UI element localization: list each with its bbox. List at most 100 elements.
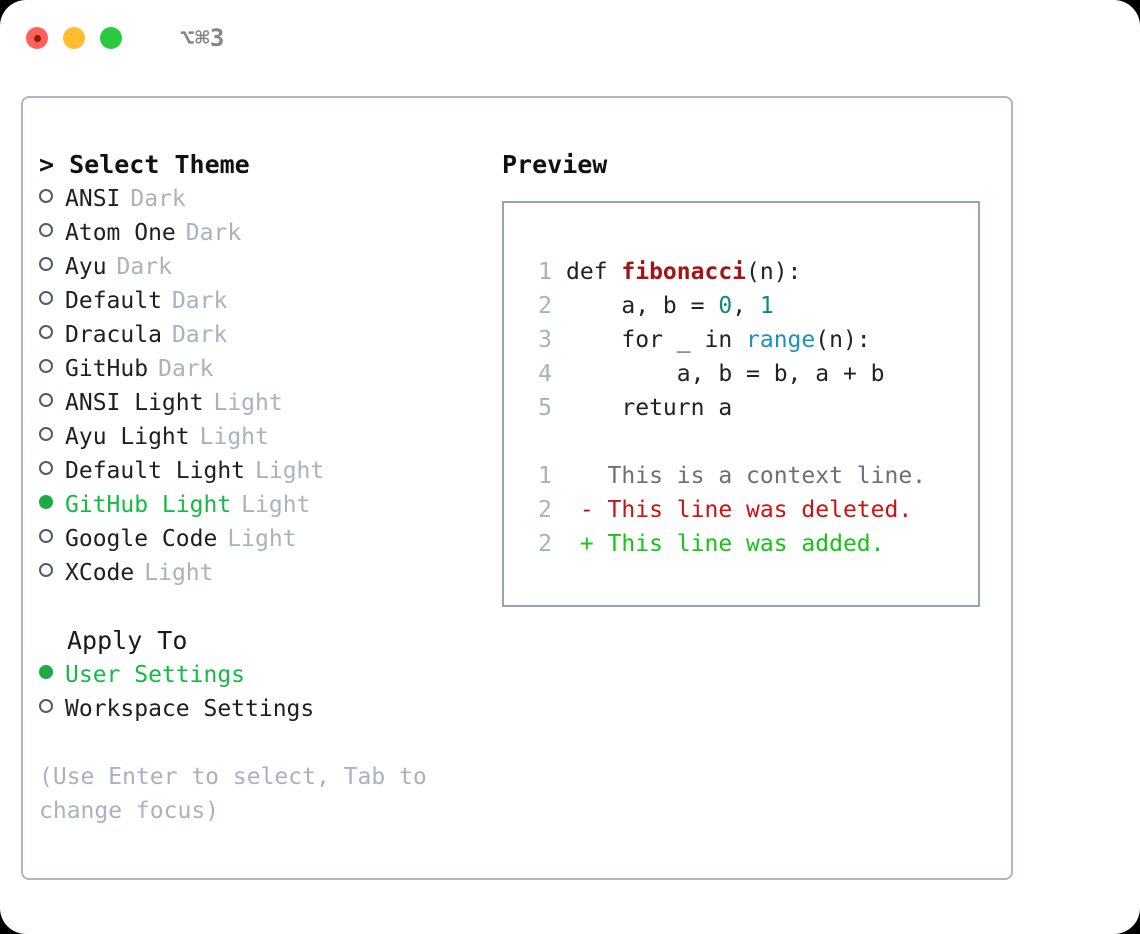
- theme-option-2[interactable]: Ayu Dark: [39, 250, 499, 284]
- code-diff-spacer: [522, 425, 978, 459]
- title-bar: ⌥⌘3: [0, 0, 1140, 76]
- theme-option-label: Atom One: [65, 220, 176, 246]
- theme-option-label: Google Code: [65, 526, 218, 552]
- code-token: fibonacci: [621, 259, 747, 285]
- maximize-light-icon[interactable]: [100, 27, 122, 49]
- preview-heading: Preview: [502, 150, 608, 179]
- line-number: 5: [538, 395, 552, 421]
- theme-option-label: Ayu: [65, 254, 107, 280]
- radio-unselected-icon: [39, 257, 53, 271]
- theme-option-kind: Light: [227, 526, 297, 552]
- code-text: def fibonacci(n):: [566, 255, 801, 289]
- radio-unselected-icon: [39, 461, 53, 475]
- code-token: 1: [759, 293, 774, 319]
- section-spacer: [39, 590, 499, 624]
- line-number: 1: [538, 259, 552, 285]
- code-token: a, b =: [566, 293, 719, 319]
- code-token: (n):: [746, 259, 802, 285]
- radio-unselected-icon: [39, 529, 53, 543]
- radio-unselected-icon: [39, 563, 53, 577]
- theme-option-kind: Light: [144, 560, 214, 586]
- theme-option-kind: Dark: [158, 356, 214, 382]
- radio-unselected-icon: [39, 699, 53, 713]
- radio-unselected-icon: [39, 427, 53, 441]
- code-line: 3 for _ in range(n):: [522, 323, 978, 357]
- line-number: 1: [538, 463, 552, 489]
- line-number: 2: [538, 497, 552, 523]
- code-text: return a: [566, 391, 732, 425]
- theme-option-kind: Light: [213, 390, 283, 416]
- code-token: return a: [566, 395, 733, 421]
- apply-to-option-label: User Settings: [65, 662, 246, 688]
- diff-text: - This line was deleted.: [566, 497, 913, 523]
- keyboard-hint: (Use Enter to select, Tab to change focu…: [39, 764, 441, 824]
- theme-option-10[interactable]: Google Code Light: [39, 522, 499, 556]
- code-line: 5 return a: [522, 391, 978, 425]
- radio-selected-icon: [39, 495, 53, 509]
- code-text: a, b = b, a + b: [566, 357, 885, 391]
- diff-sample: 1 This is a context line. 2 - This line w…: [522, 459, 978, 561]
- theme-option-7[interactable]: Ayu Light Light: [39, 420, 499, 454]
- diff-text: This is a context line.: [566, 463, 927, 489]
- code-token: (n):: [815, 327, 871, 353]
- theme-option-kind: Dark: [171, 288, 228, 314]
- theme-option-kind: Dark: [116, 254, 172, 280]
- theme-option-label: Ayu Light: [65, 424, 190, 450]
- code-token: for _ in: [566, 327, 747, 353]
- code-token: ,: [732, 293, 760, 319]
- theme-option-label: ANSI: [65, 186, 121, 212]
- theme-option-label: GitHub Light: [65, 492, 232, 518]
- theme-option-5[interactable]: GitHub Dark: [39, 352, 499, 386]
- theme-option-1[interactable]: Atom One Dark: [39, 216, 499, 250]
- theme-option-kind: Dark: [185, 220, 242, 246]
- apply-to-heading: Apply To: [67, 626, 188, 655]
- theme-option-11[interactable]: XCode Light: [39, 556, 499, 590]
- apply-to-option-label: Workspace Settings: [65, 696, 315, 722]
- radio-unselected-icon: [39, 223, 53, 237]
- apply-to-option-0[interactable]: User Settings: [39, 658, 499, 692]
- theme-option-6[interactable]: ANSI Light Light: [39, 386, 499, 420]
- code-line: 1 def fibonacci(n):: [522, 255, 978, 289]
- radio-unselected-icon: [39, 189, 53, 203]
- apply-to-option-1[interactable]: Workspace Settings: [39, 692, 499, 726]
- radio-unselected-icon: [39, 291, 53, 305]
- traffic-lights: [26, 27, 122, 49]
- radio-unselected-icon: [39, 393, 53, 407]
- code-text: for _ in range(n):: [566, 323, 871, 357]
- theme-option-label: XCode: [65, 560, 135, 586]
- theme-option-3[interactable]: Default Dark: [39, 284, 499, 318]
- code-line: 4 a, b = b, a + b: [522, 357, 978, 391]
- diff-line-added: 2 + This line was added.: [522, 527, 978, 561]
- theme-option-9[interactable]: GitHub Light Light: [39, 488, 499, 522]
- radio-unselected-icon: [39, 359, 53, 373]
- code-token: range: [746, 327, 816, 353]
- code-token: def: [566, 259, 622, 285]
- theme-option-kind: Light: [241, 492, 311, 518]
- minimize-light-icon[interactable]: [63, 27, 85, 49]
- theme-option-label: Default Light: [65, 458, 246, 484]
- diff-text: + This line was added.: [566, 531, 885, 557]
- line-number: 4: [538, 361, 552, 387]
- theme-option-label: Default: [65, 288, 162, 314]
- line-number: 3: [538, 327, 552, 353]
- theme-option-kind: Dark: [171, 322, 228, 348]
- window-title: ⌥⌘3: [180, 24, 225, 52]
- close-light-icon[interactable]: [26, 27, 48, 49]
- theme-option-label: ANSI Light: [65, 390, 204, 416]
- theme-option-kind: Light: [199, 424, 269, 450]
- select-theme-heading: > Select Theme: [39, 150, 250, 179]
- diff-line-context: 1 This is a context line.: [522, 459, 978, 493]
- theme-option-label: GitHub: [65, 356, 149, 382]
- radio-unselected-icon: [39, 325, 53, 339]
- code-token: a, b = b, a + b: [566, 361, 885, 387]
